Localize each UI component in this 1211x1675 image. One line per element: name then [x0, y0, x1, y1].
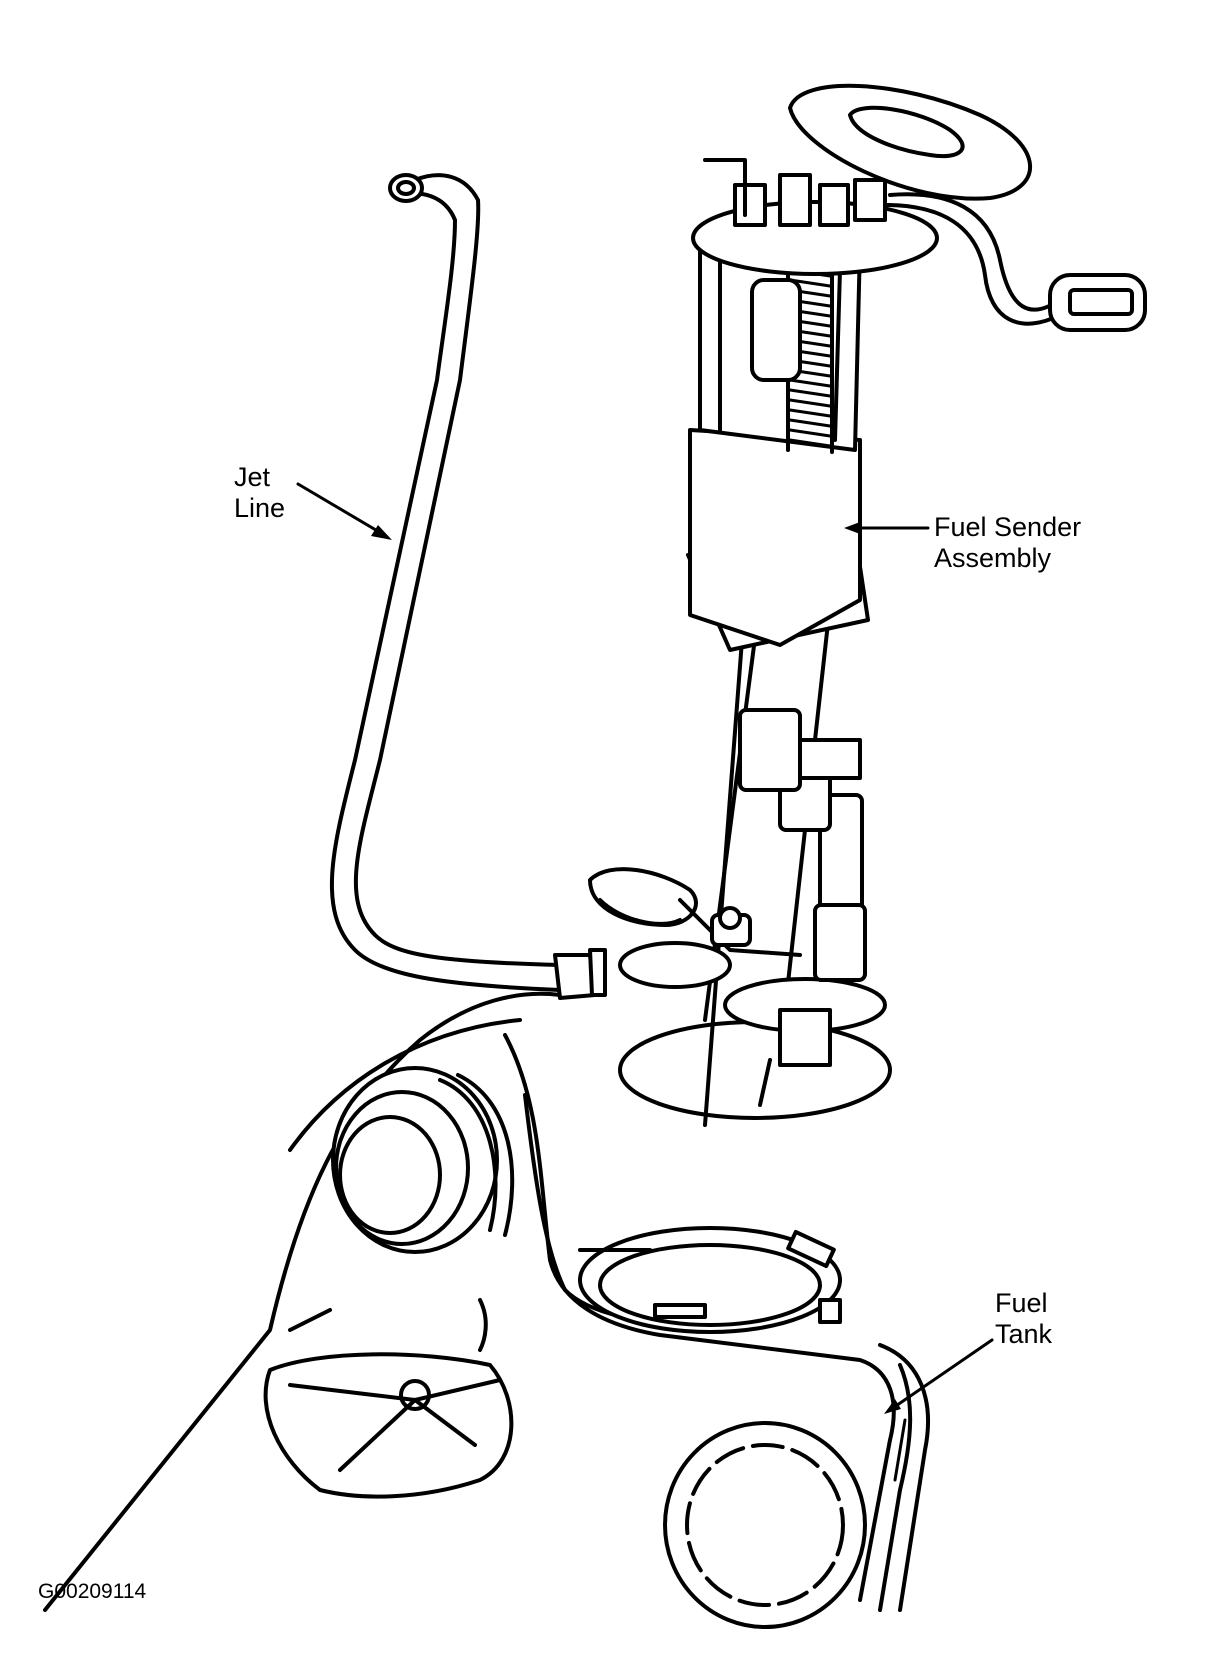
fuel-sender-label-line2: Assembly	[934, 543, 1052, 573]
fuel-tank-label: Fuel Tank	[995, 1288, 1052, 1350]
fuel-tank	[43, 991, 930, 1629]
jet-line-leader	[296, 482, 388, 538]
fuel-tank-label-line2: Tank	[995, 1319, 1053, 1349]
jet-line-label-line1: Jet	[234, 462, 271, 492]
figure-code: G00209114	[38, 1580, 147, 1603]
jet-line-arrowhead	[371, 525, 392, 540]
jet-line-label-line2: Line	[234, 493, 286, 523]
fuel-sender-assembly	[588, 83, 1147, 1127]
jet-line	[329, 173, 607, 1000]
fuel-sender-label: Fuel Sender Assembly	[934, 512, 1081, 574]
fuel-sender-label-line1: Fuel Sender	[934, 512, 1082, 542]
leader-lines	[296, 482, 994, 1414]
fuel-sender-arrowhead	[844, 522, 860, 534]
fuel-tank-leader	[888, 1338, 994, 1412]
fuel-tank-arrowhead	[884, 1399, 901, 1414]
seal-ring	[618, 1020, 892, 1120]
jet-line-label: Jet Line	[234, 462, 285, 524]
fuel-tank-label-line1: Fuel	[995, 1288, 1048, 1318]
